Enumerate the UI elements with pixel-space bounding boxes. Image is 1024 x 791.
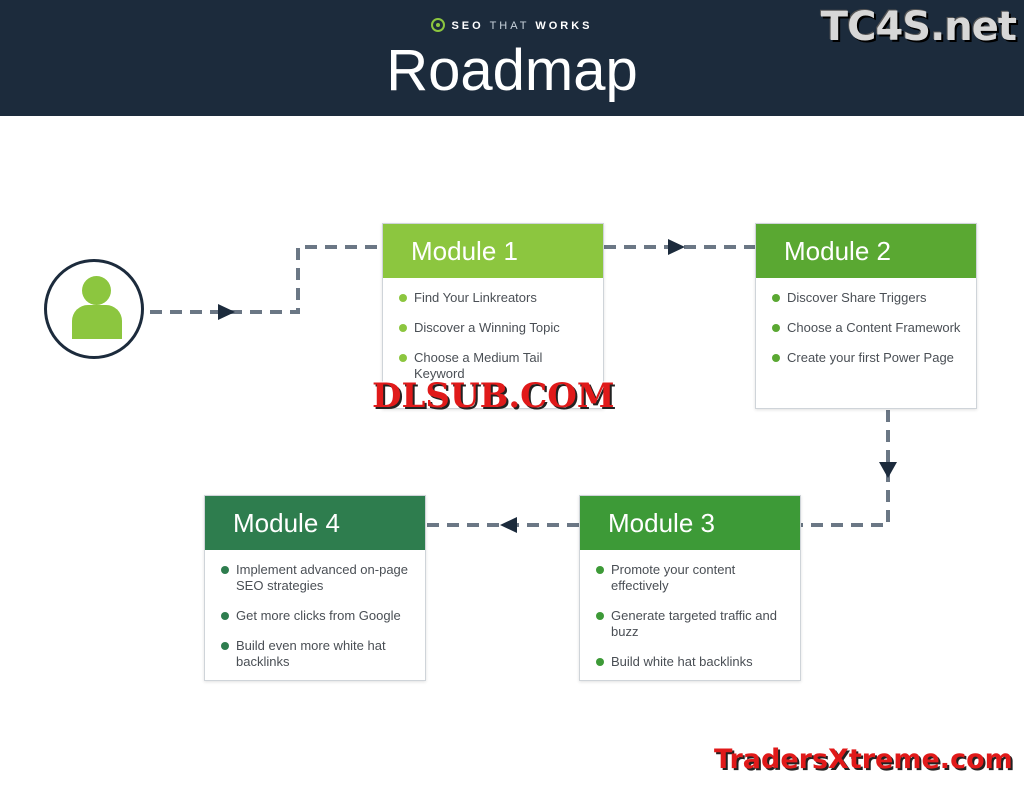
user-icon-body [72,305,122,339]
list-item: Promote your content effectively [596,562,790,594]
module-4-list: Implement advanced on-page SEO strategie… [205,550,425,694]
brand-logo: SEO THAT WORKS [0,17,1024,35]
list-item: Get more clicks from Google [221,608,415,624]
connector-m2-to-m3 [801,410,890,527]
list-item: Discover a Winning Topic [399,320,593,336]
list-item: Find Your Linkreators [399,290,593,306]
list-item: Build even more white hat backlinks [221,638,415,670]
arrowhead-m3-m4 [500,517,517,533]
module-1-list: Find Your Linkreators Discover a Winning… [383,278,603,406]
list-item: Generate targeted traffic and buzz [596,608,790,640]
brand-word-works: WORKS [535,20,593,32]
module-2-list: Discover Share Triggers Choose a Content… [756,278,976,390]
watermark-center: DLSUB.COM [372,376,615,416]
list-item: Implement advanced on-page SEO strategie… [221,562,415,594]
connector-start-to-m1 [150,245,382,314]
header-banner: SEO THAT WORKS Roadmap TC4S.net [0,0,1024,116]
list-item: Discover Share Triggers [772,290,966,306]
module-2-card: Module 2 Discover Share Triggers Choose … [755,223,977,409]
module-3-list: Promote your content effectively Generat… [580,550,800,694]
arrowhead-m2-m3 [879,462,897,478]
module-2-title: Module 2 [756,224,976,278]
user-icon [44,259,144,359]
list-item: Build white hat backlinks [596,654,790,670]
brand-word-that: THAT [489,20,530,32]
brand-word-seo: SEO [451,20,484,32]
module-3-card: Module 3 Promote your content effectivel… [579,495,801,681]
list-item: Create your first Power Page [772,350,966,366]
watermark-bottom-right: TradersXtreme.com [714,744,1013,775]
module-1-title: Module 1 [383,224,603,278]
arrowhead-m1-m2 [668,239,685,255]
target-icon [431,18,446,32]
page-title: Roadmap [386,38,638,103]
user-icon-head [82,276,111,305]
list-item: Choose a Medium Tail Keyword [399,350,593,382]
arrowhead-start [218,304,235,320]
module-4-title: Module 4 [205,496,425,550]
module-4-card: Module 4 Implement advanced on-page SEO … [204,495,426,681]
list-item: Choose a Content Framework [772,320,966,336]
watermark-top-right: TC4S.net [820,4,1017,50]
module-1-card: Module 1 Find Your Linkreators Discover … [382,223,604,409]
module-3-title: Module 3 [580,496,800,550]
